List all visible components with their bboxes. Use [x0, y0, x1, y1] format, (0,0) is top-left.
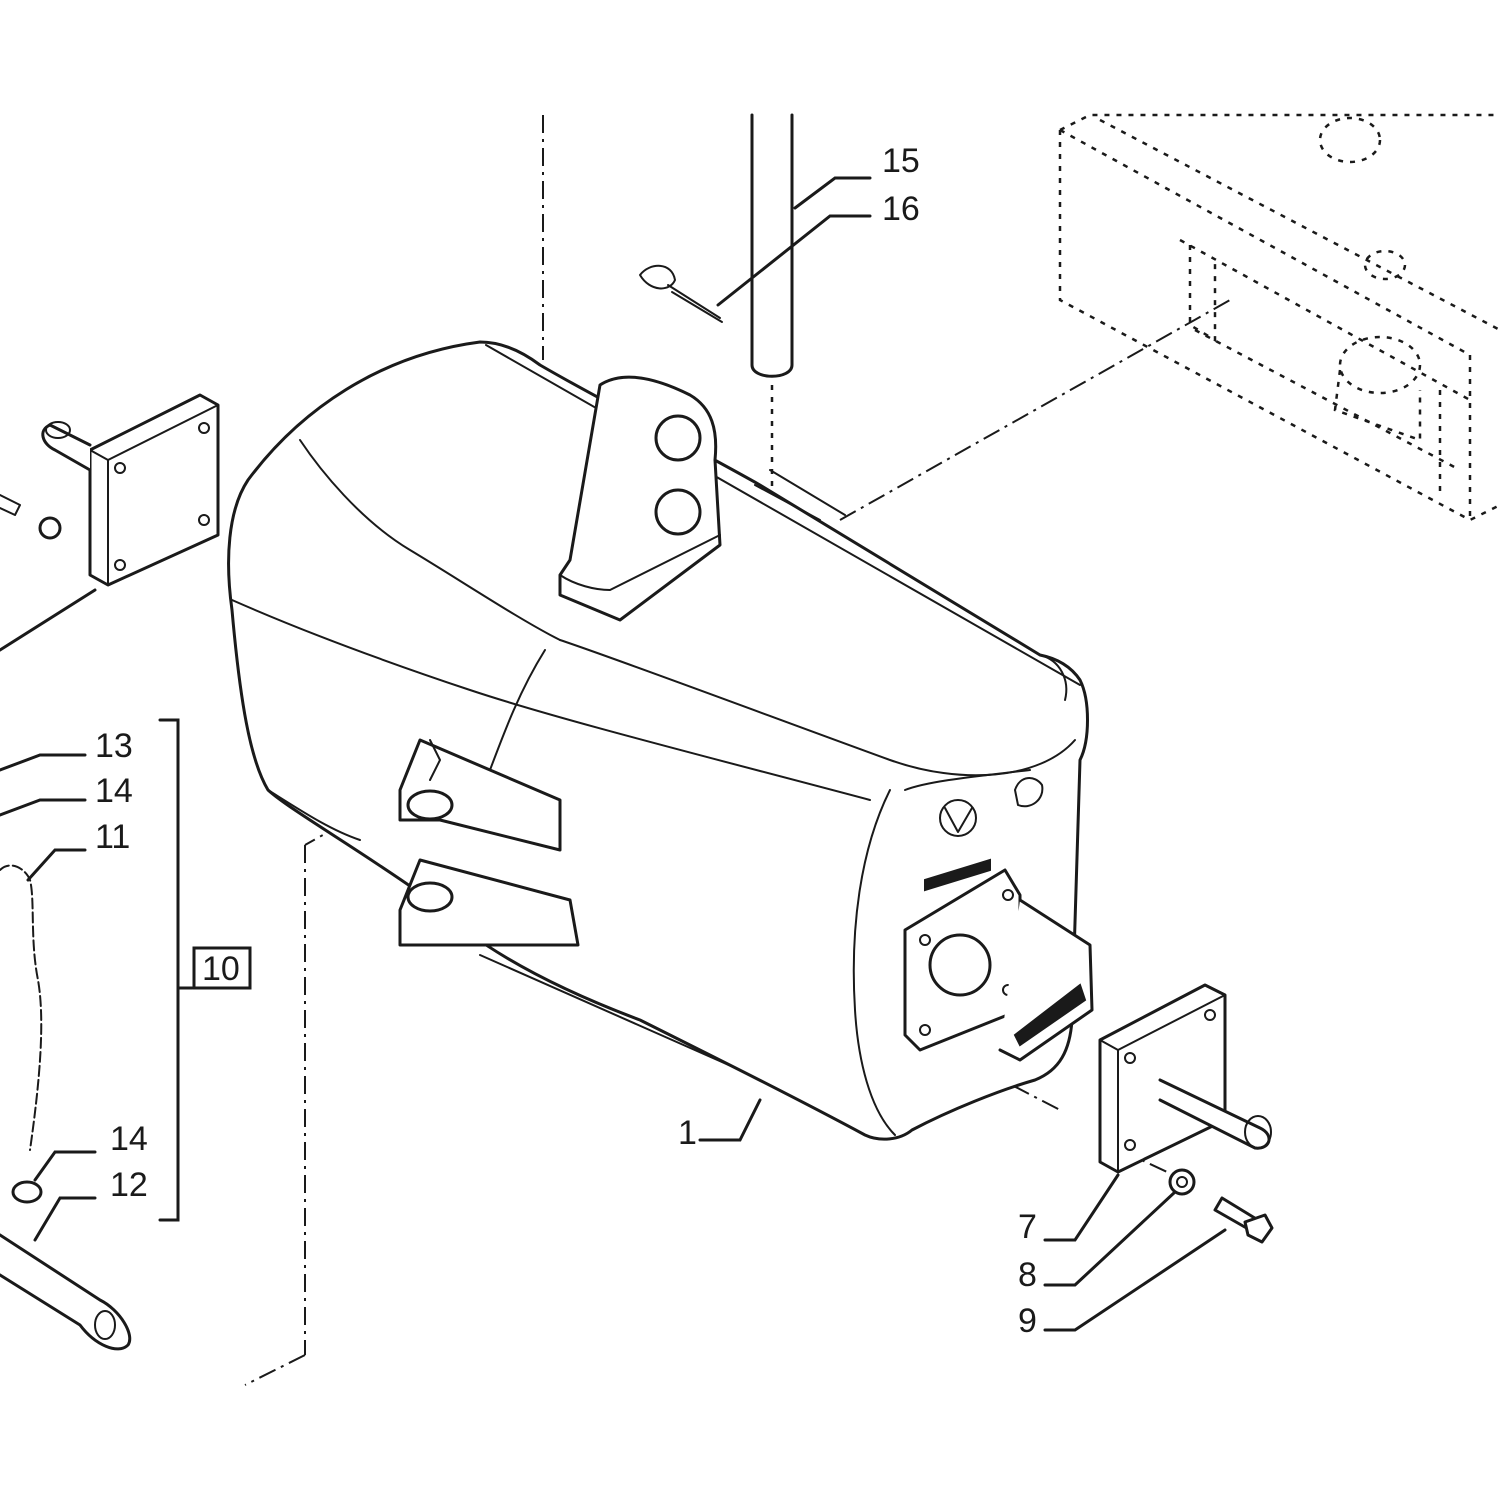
- callout-labels: 15 16 13 14 11 10 14 12 1 7 8 9: [95, 142, 1037, 1340]
- mounting-bracket: [1058, 113, 1500, 522]
- callout-14-upper: 14: [95, 772, 133, 810]
- lynch-pin-16: [639, 264, 723, 323]
- bolt-9: [1213, 1196, 1274, 1244]
- callout-8: 8: [1018, 1256, 1037, 1294]
- callout-16: 16: [882, 190, 920, 228]
- callout-9: 9: [1018, 1302, 1037, 1340]
- callout-12: 12: [110, 1166, 148, 1204]
- counterweight-body: [227, 340, 1094, 1141]
- callout-10: 10: [202, 950, 240, 988]
- pin-15: [750, 113, 794, 378]
- left-side-plate: [0, 393, 220, 587]
- callout-box-10: [192, 946, 252, 990]
- callout-11: 11: [95, 818, 130, 856]
- callout-7: 7: [1018, 1208, 1037, 1246]
- callout-15: 15: [882, 142, 920, 180]
- upper-lift-lug: [558, 375, 722, 622]
- tow-eye-12: [0, 1233, 132, 1351]
- callout-14-lower: 14: [110, 1120, 148, 1158]
- ring-14-lower: [11, 1180, 43, 1204]
- callout-13: 13: [95, 727, 133, 765]
- leader-lines: [0, 176, 1227, 1332]
- kit-bracket: [158, 718, 252, 1222]
- right-side-plate-7: [1098, 983, 1272, 1174]
- lower-hitch-brackets: [398, 738, 580, 947]
- chain-11: [0, 864, 43, 1151]
- washer-8: [1168, 1168, 1196, 1196]
- callout-1: 1: [678, 1114, 697, 1152]
